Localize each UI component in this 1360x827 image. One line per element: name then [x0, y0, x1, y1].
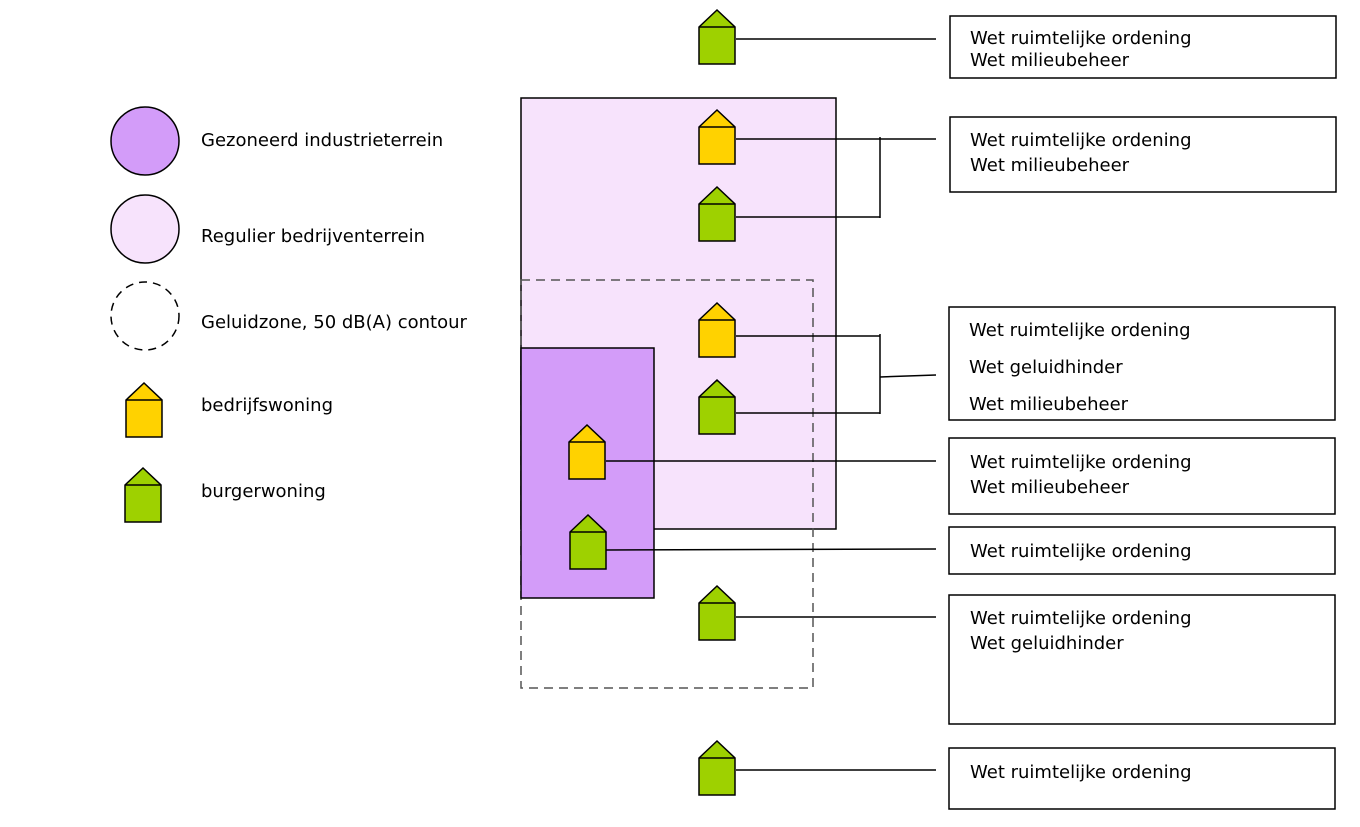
legend-company-house-icon: [125, 382, 163, 438]
legend: Gezoneerd industrieterrein Regulier bedr…: [110, 106, 468, 523]
noise-zone-contour: [520, 279, 814, 689]
legend-regular-swatch: [110, 194, 180, 264]
law-box-line: Wet ruimtelijke ordening: [970, 130, 1192, 151]
citizen-house-icon: [698, 585, 736, 641]
legend-noise-swatch: [110, 281, 180, 351]
legend-regular-label: Regulier bedrijventerrein: [201, 226, 425, 247]
citizen-house-icon: [698, 379, 736, 435]
legend-noise-label: Geluidzone, 50 dB(A) contour: [201, 312, 468, 333]
law-box-line: Wet milieubeheer: [970, 50, 1130, 71]
citizen-house-icon: [569, 514, 607, 570]
legend-company-house-label: bedrijfswoning: [201, 395, 333, 416]
law-box-line: Wet ruimtelijke ordening: [970, 452, 1192, 473]
law-box-line: Wet ruimtelijke ordening: [970, 541, 1192, 562]
law-box-line: Wet milieubeheer: [970, 477, 1130, 498]
law-box: [948, 526, 1336, 575]
law-box-line: Wet milieubeheer: [969, 394, 1129, 415]
company-house-icon: [698, 109, 736, 165]
law-box-line: Wet ruimtelijke ordening: [970, 762, 1192, 783]
citizen-house-icon: [698, 186, 736, 242]
law-box: [948, 594, 1336, 725]
law-box-line: Wet ruimtelijke ordening: [970, 28, 1192, 49]
law-box: [949, 15, 1337, 79]
company-house-icon: [568, 424, 606, 480]
law-box-line: Wet geluidhinder: [970, 633, 1124, 654]
company-house-icon: [698, 302, 736, 358]
citizen-house-icon: [698, 740, 736, 796]
law-box-line: Wet geluidhinder: [969, 357, 1123, 378]
legend-citizen-house-label: burgerwoning: [201, 481, 326, 502]
law-boxes: [948, 15, 1337, 810]
legend-citizen-house-icon: [124, 467, 162, 523]
legend-industrial-label: Gezoneerd industrieterrein: [201, 130, 443, 151]
legend-industrial-swatch: [110, 106, 180, 176]
houses: [568, 9, 736, 796]
law-box-texts: Wet ruimtelijke ordening Wet milieubehee…: [969, 28, 1192, 783]
law-box-line: Wet milieubeheer: [970, 155, 1130, 176]
law-box: [948, 306, 1336, 421]
citizen-house-icon: [698, 9, 736, 65]
connector-lines: [605, 38, 937, 771]
law-box: [948, 437, 1336, 515]
law-box-line: Wet ruimtelijke ordening: [969, 320, 1191, 341]
law-box-line: Wet ruimtelijke ordening: [970, 608, 1192, 629]
law-box: [948, 747, 1336, 810]
law-box: [949, 116, 1337, 193]
